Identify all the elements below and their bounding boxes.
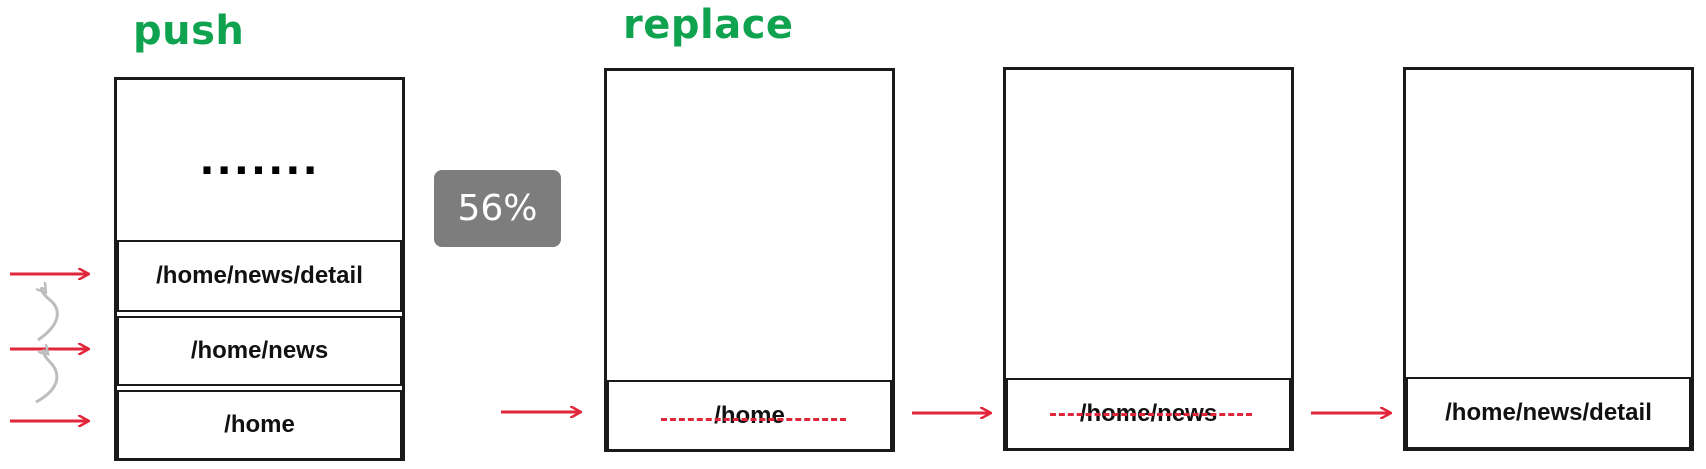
replace-stack-2: /home/news — [1003, 67, 1294, 451]
replace-heading: replace — [623, 2, 794, 48]
replace-entry-home: /home — [607, 380, 892, 452]
replace-strike-home — [661, 418, 846, 421]
replace-stack-3: /home/news/detail — [1403, 67, 1694, 451]
push-entry-detail: /home/news/detail — [117, 240, 402, 312]
more-entries-ellipsis: ....... — [199, 138, 320, 184]
push-heading: push — [133, 8, 245, 54]
push-entry-news: /home/news — [117, 316, 402, 386]
replace-stack-1: /home — [604, 68, 895, 452]
push-stack: ....... /home/news/detail /home/news /ho… — [114, 77, 405, 461]
replace-strike-news — [1050, 413, 1252, 416]
replace-entry-detail: /home/news/detail — [1406, 377, 1691, 449]
zoom-level-badge: 56% — [434, 170, 561, 247]
back-arrow-lower — [35, 351, 59, 404]
push-entry-home: /home — [117, 390, 402, 460]
back-arrow-upper — [38, 288, 59, 342]
